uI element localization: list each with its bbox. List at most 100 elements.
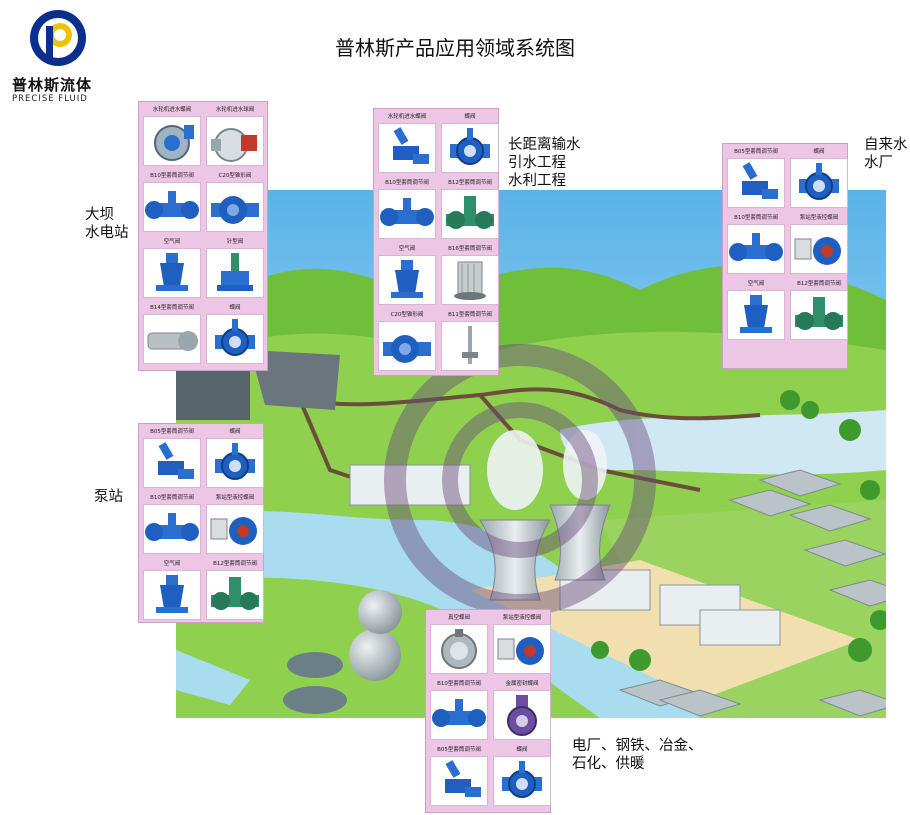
product-caption: 针型阀 <box>226 239 244 245</box>
region-label-longdistance: 长距离输水 引水工程 水利工程 <box>508 137 581 189</box>
product-image-frame <box>441 123 499 173</box>
product-image-frame <box>727 158 785 208</box>
butterfly-valve-icon <box>215 319 255 356</box>
sleeve-valve-gray-icon <box>147 331 198 351</box>
product-card: B10型套筒调节阀 <box>142 172 202 233</box>
product-caption: 蝶阀 <box>229 429 241 435</box>
product-caption: B12型套筒调节阀 <box>448 180 492 186</box>
product-card: 空气阀 <box>142 238 202 299</box>
product-image-frame <box>378 189 436 239</box>
page-title: 普林斯产品应用领域系统图 <box>335 36 575 60</box>
product-caption: B05型套筒调节阀 <box>437 747 481 753</box>
product-image-frame <box>206 248 264 298</box>
region-label-dam: 大坝 水电站 <box>85 207 129 241</box>
product-card: 泵站型液控蝶阀 <box>492 614 552 675</box>
product-image-frame <box>790 224 848 274</box>
region-label-industry: 电厂、钢铁、冶金、 石化、供暖 <box>572 738 703 772</box>
product-card: B05型套筒调节阀 <box>429 746 489 807</box>
product-card: 水轮机进水球阀 <box>205 106 265 167</box>
butterfly-valve-large-icon <box>154 125 194 161</box>
lake <box>560 410 886 475</box>
product-caption: B05型套筒调节阀 <box>734 149 778 155</box>
product-image-frame <box>206 314 264 364</box>
cone-valve-icon <box>383 335 431 363</box>
product-card: B16型套筒调节阀 <box>440 245 500 306</box>
region-label-waterplant: 自来水 水厂 <box>864 137 908 171</box>
product-card: 真空蝶阀 <box>429 614 489 675</box>
angle-valve-icon <box>158 442 194 479</box>
sleeve-regulating-valve-icon <box>432 699 486 727</box>
product-card: 水轮机进水蝶阀 <box>142 106 202 167</box>
product-image-frame <box>441 189 499 239</box>
brand-logo: 普林斯流体 PRECISE FLUID <box>8 8 128 108</box>
product-caption: 空气阀 <box>163 239 181 245</box>
storage-sphere <box>349 629 401 681</box>
product-caption: 空气阀 <box>398 246 416 252</box>
butterfly-valve-icon <box>450 128 490 165</box>
product-image-frame <box>206 116 264 166</box>
product-card: 空气阀 <box>726 280 786 341</box>
center-target <box>384 344 656 616</box>
product-caption: 蝶阀 <box>813 149 825 155</box>
sleeve-regulating-valve-icon <box>145 513 199 541</box>
product-caption: B10型套筒调节阀 <box>734 215 778 221</box>
sleeve-regulating-valve-icon <box>380 198 434 226</box>
product-caption: 水轮机进水蝶阀 <box>152 107 192 113</box>
product-image-frame <box>441 321 499 371</box>
air-valve-icon <box>156 575 188 613</box>
product-card: 金属密封蝶阀 <box>492 680 552 741</box>
product-caption: 金属密封蝶阀 <box>505 681 539 687</box>
product-card: B12型套筒调节阀 <box>205 560 265 621</box>
product-image-frame <box>143 504 201 554</box>
product-card: 蝶阀 <box>789 148 849 209</box>
product-card: C20型锥形阀 <box>377 311 437 372</box>
product-caption: B12型套筒调节阀 <box>213 561 257 567</box>
product-card: B05型套筒调节阀 <box>726 148 786 209</box>
product-image-frame <box>143 570 201 620</box>
product-card: C20型锥形阀 <box>205 172 265 233</box>
hydraulic-butterfly-valve-icon <box>497 637 544 665</box>
ball-valve-icon <box>211 128 257 162</box>
brand-logo-mark <box>30 10 86 66</box>
product-caption: 蝶阀 <box>229 305 241 311</box>
product-card: 泵站型液控蝶阀 <box>789 214 849 275</box>
product-image-frame <box>206 504 264 554</box>
angle-valve-icon <box>445 760 481 797</box>
vacuum-butterfly-valve-icon <box>441 629 477 669</box>
product-caption: B10型套筒调节阀 <box>385 180 429 186</box>
cone-valve-icon <box>211 196 259 224</box>
product-card: 空气阀 <box>142 560 202 621</box>
product-panel-industry: 真空蝶阀 泵站型液控蝶阀 B10型套筒调节阀 金属密封蝶阀 B05型套筒调节阀 蝶阀 <box>425 609 551 813</box>
hydraulic-butterfly-valve-icon <box>210 517 257 545</box>
product-image-frame <box>493 690 551 740</box>
product-image-frame <box>378 255 436 305</box>
product-image-frame <box>143 182 201 232</box>
product-card: B10型套筒调节阀 <box>726 214 786 275</box>
product-caption: 水轮机进水蝶阀 <box>387 114 427 120</box>
product-image-frame <box>727 290 785 340</box>
product-caption: 蝶阀 <box>516 747 528 753</box>
product-caption: 水轮机进水球阀 <box>215 107 255 113</box>
product-caption: 真空蝶阀 <box>447 615 470 621</box>
product-image-frame <box>790 158 848 208</box>
product-image-frame <box>430 624 488 674</box>
product-caption: 空气阀 <box>163 561 181 567</box>
product-card: B10型套筒调节阀 <box>142 494 202 555</box>
needle-valve-icon <box>217 253 253 291</box>
product-caption: B10型套筒调节阀 <box>437 681 481 687</box>
product-caption: 空气阀 <box>747 281 765 287</box>
sleeve-cylinder-icon <box>454 261 486 300</box>
air-valve-icon <box>391 260 423 298</box>
product-card: B05型套筒调节阀 <box>142 428 202 489</box>
sleeve-valve-green-icon <box>795 297 843 330</box>
dam-wall <box>250 350 340 410</box>
product-image-frame <box>493 624 551 674</box>
product-caption: 泵站型液控蝶阀 <box>502 615 542 621</box>
product-image-frame <box>143 314 201 364</box>
product-image-frame <box>206 438 264 488</box>
product-card: B12型套筒调节阀 <box>440 179 500 240</box>
